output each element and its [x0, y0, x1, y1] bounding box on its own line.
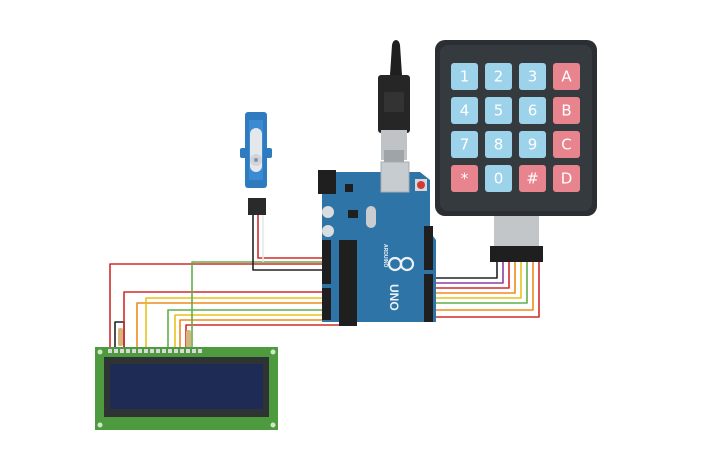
keypad-key-label: 2 — [494, 68, 504, 86]
keypad-key-1[interactable]: 1 — [451, 63, 478, 90]
lcd-pin — [114, 349, 118, 353]
keypad-key-A[interactable]: A — [553, 63, 580, 90]
wire-yellow-lcd-d4 — [174, 314, 340, 348]
lcd-pin — [120, 349, 124, 353]
wire-red-lcd-vcc — [109, 263, 340, 348]
lcd-pin — [180, 349, 184, 353]
lcd-pin — [108, 349, 112, 353]
lcd-pin — [144, 349, 148, 353]
lcd-pin — [150, 349, 154, 353]
keypad-key-6[interactable]: 6 — [519, 97, 546, 124]
keypad-key-label: 3 — [528, 68, 538, 86]
keypad-key-8[interactable]: 8 — [485, 131, 512, 158]
lcd-pin-header — [108, 349, 202, 353]
servo-motor — [240, 112, 272, 215]
keypad-key-label: 6 — [528, 102, 538, 120]
wire-red-lcd-2 — [123, 291, 340, 348]
keypad-key-2[interactable]: 2 — [485, 63, 512, 90]
resistors — [118, 328, 191, 348]
lcd-screen — [110, 364, 263, 409]
wire-red-servo-power — [257, 215, 340, 259]
keypad-4x4: 1 2 3 A 4 5 6 B 7 8 9 C * 0 # D — [435, 40, 597, 262]
keypad-key-label: A — [561, 68, 572, 86]
wire-green-servo-signal — [191, 261, 340, 348]
wire-purple-keypad-2 — [425, 262, 504, 284]
wire-red-keypad-3 — [425, 262, 510, 289]
keypad-key-label: 1 — [460, 68, 470, 86]
wire-black-servo-gnd — [252, 215, 340, 271]
keypad-key-label: # — [526, 170, 539, 188]
keypad-key-label: 9 — [528, 136, 538, 154]
keypad-key-5[interactable]: 5 — [485, 97, 512, 124]
keypad-key-label: 5 — [494, 102, 504, 120]
wire-orange-keypad-4 — [425, 262, 516, 294]
wire-orange-keypad-7 — [425, 262, 534, 311]
keypad-key-label: * — [461, 170, 469, 188]
keypad-key-label: 4 — [460, 102, 470, 120]
usb-cable — [378, 40, 410, 164]
wire-yellow-lcd-4 — [145, 297, 340, 348]
wire-green-lcd-rs — [167, 309, 340, 348]
keypad-key-0[interactable]: 0 — [485, 165, 512, 192]
arduino-model-text: UNO — [387, 284, 401, 311]
keypad-key-*[interactable]: * — [451, 165, 478, 192]
lcd-pin — [192, 349, 196, 353]
keypad-keys: 1 2 3 A 4 5 6 B 7 8 9 C * 0 # D — [451, 63, 580, 192]
wire-orange-lcd-d5 — [179, 319, 340, 348]
wire-red-lcd-d6 — [185, 324, 340, 348]
keypad-key-D[interactable]: D — [553, 165, 580, 192]
wire-red-keypad-8 — [425, 262, 540, 318]
wire-green-keypad-6 — [425, 262, 528, 304]
lcd-pin — [168, 349, 172, 353]
resistor-1 — [118, 328, 123, 346]
lcd-pin — [186, 349, 190, 353]
keypad-key-C[interactable]: C — [553, 131, 580, 158]
arduino-logo-icon — [387, 256, 415, 272]
lcd-pin — [162, 349, 166, 353]
keypad-key-#[interactable]: # — [519, 165, 546, 192]
lcd-pin — [198, 349, 202, 353]
keypad-key-7[interactable]: 7 — [451, 131, 478, 158]
keypad-key-label: C — [561, 136, 571, 154]
wire-yellow-keypad-5 — [425, 262, 522, 299]
keypad-key-label: B — [561, 102, 571, 120]
wires — [109, 215, 540, 348]
arduino-uno-board: ARDUINO UNO — [318, 161, 436, 326]
keypad-key-4[interactable]: 4 — [451, 97, 478, 124]
keypad-key-3[interactable]: 3 — [519, 63, 546, 90]
lcd-pin — [138, 349, 142, 353]
wire-black-keypad-1 — [425, 262, 498, 279]
resistor-2 — [186, 330, 191, 348]
keypad-key-label: 0 — [494, 170, 504, 188]
keypad-key-label: 7 — [460, 136, 470, 154]
keypad-key-B[interactable]: B — [553, 97, 580, 124]
wire-orange-lcd-3 — [136, 302, 340, 348]
lcd-pin — [156, 349, 160, 353]
lcd-pin — [174, 349, 178, 353]
lcd-16x2-display — [95, 347, 278, 430]
keypad-key-label: 8 — [494, 136, 504, 154]
lcd-pin — [126, 349, 130, 353]
arduino-brand-text: ARDUINO — [382, 244, 388, 267]
keypad-key-9[interactable]: 9 — [519, 131, 546, 158]
lcd-pin — [132, 349, 136, 353]
keypad-key-label: D — [561, 170, 573, 188]
